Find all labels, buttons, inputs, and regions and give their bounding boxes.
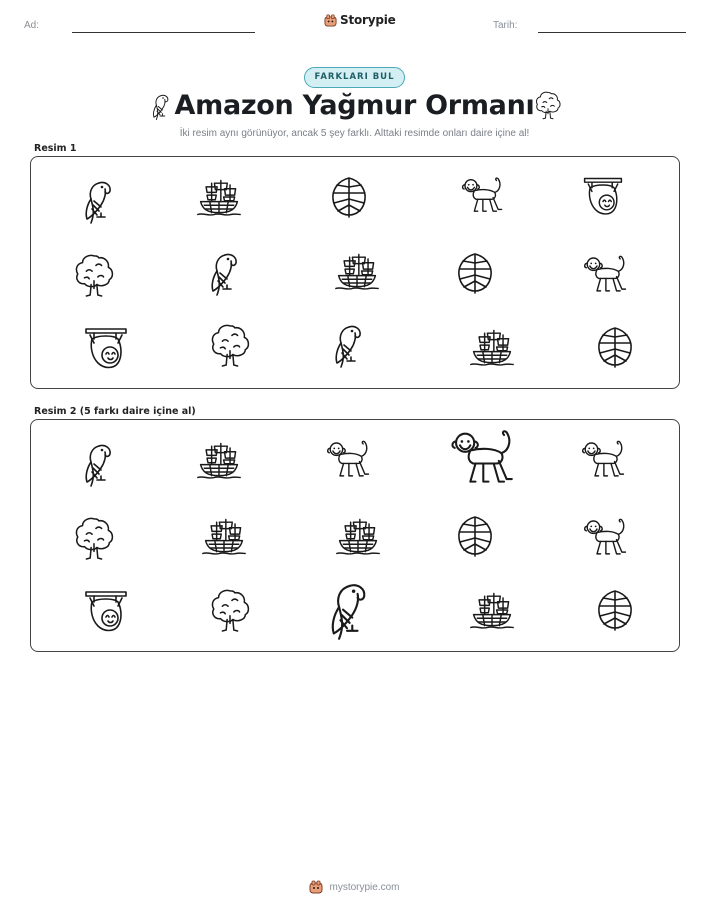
monkey-icon[interactable] (579, 438, 627, 480)
monkey-icon[interactable] (324, 438, 372, 480)
page-title: Amazon Yağmur Ormanı (174, 90, 535, 121)
ship-icon[interactable] (201, 514, 247, 558)
storypie-logo-icon (309, 880, 323, 894)
parrot-icon (203, 249, 243, 299)
footer: mystorypie.com (0, 880, 709, 894)
tree-icon[interactable] (209, 586, 251, 634)
instructions: İki resim aynı görünüyor, ancak 5 şey fa… (179, 128, 530, 139)
brand-name: Storypie (340, 13, 396, 27)
picture2-panel[interactable] (30, 419, 680, 652)
storypie-logo-icon (324, 14, 337, 27)
ship-icon (469, 325, 515, 369)
name-line[interactable] (72, 32, 255, 33)
tree-icon[interactable] (73, 514, 115, 562)
picture2-label: Resim 2 (5 farkı daire içine al) (34, 406, 196, 417)
ship-icon (196, 175, 242, 219)
parrot-icon (77, 177, 117, 227)
ship-icon[interactable] (335, 514, 381, 558)
leaf-icon (455, 251, 495, 295)
ship-icon (334, 249, 380, 293)
leaf-icon (595, 325, 635, 369)
tree-icon (209, 321, 251, 369)
leaf-icon[interactable] (595, 588, 635, 632)
footer-url[interactable]: mystorypie.com (329, 881, 400, 893)
ship-icon[interactable] (196, 438, 242, 482)
monkey-icon (459, 175, 505, 215)
picture1-panel (30, 156, 680, 389)
tree-icon (73, 251, 115, 299)
monkey-icon[interactable] (581, 516, 629, 558)
sloth-icon[interactable] (84, 586, 128, 636)
picture1-label: Resim 1 (34, 143, 77, 154)
parrot-icon[interactable] (319, 578, 375, 644)
leaf-icon[interactable] (455, 514, 495, 558)
date-line[interactable] (538, 32, 686, 33)
date-label: Tarih: (493, 20, 518, 31)
sloth-icon (84, 323, 128, 373)
parrot-icon[interactable] (77, 440, 117, 490)
monkey-icon[interactable] (447, 426, 517, 488)
find-differences-badge: FARKLARI BUL (304, 67, 405, 88)
ship-icon[interactable] (469, 588, 515, 632)
brand: Storypie (324, 13, 396, 27)
parrot-icon (327, 321, 367, 371)
sloth-icon (581, 173, 625, 219)
leaf-icon (329, 175, 369, 219)
monkey-icon (581, 253, 629, 295)
name-label: Ad: (24, 20, 40, 31)
tree-icon (534, 90, 562, 120)
